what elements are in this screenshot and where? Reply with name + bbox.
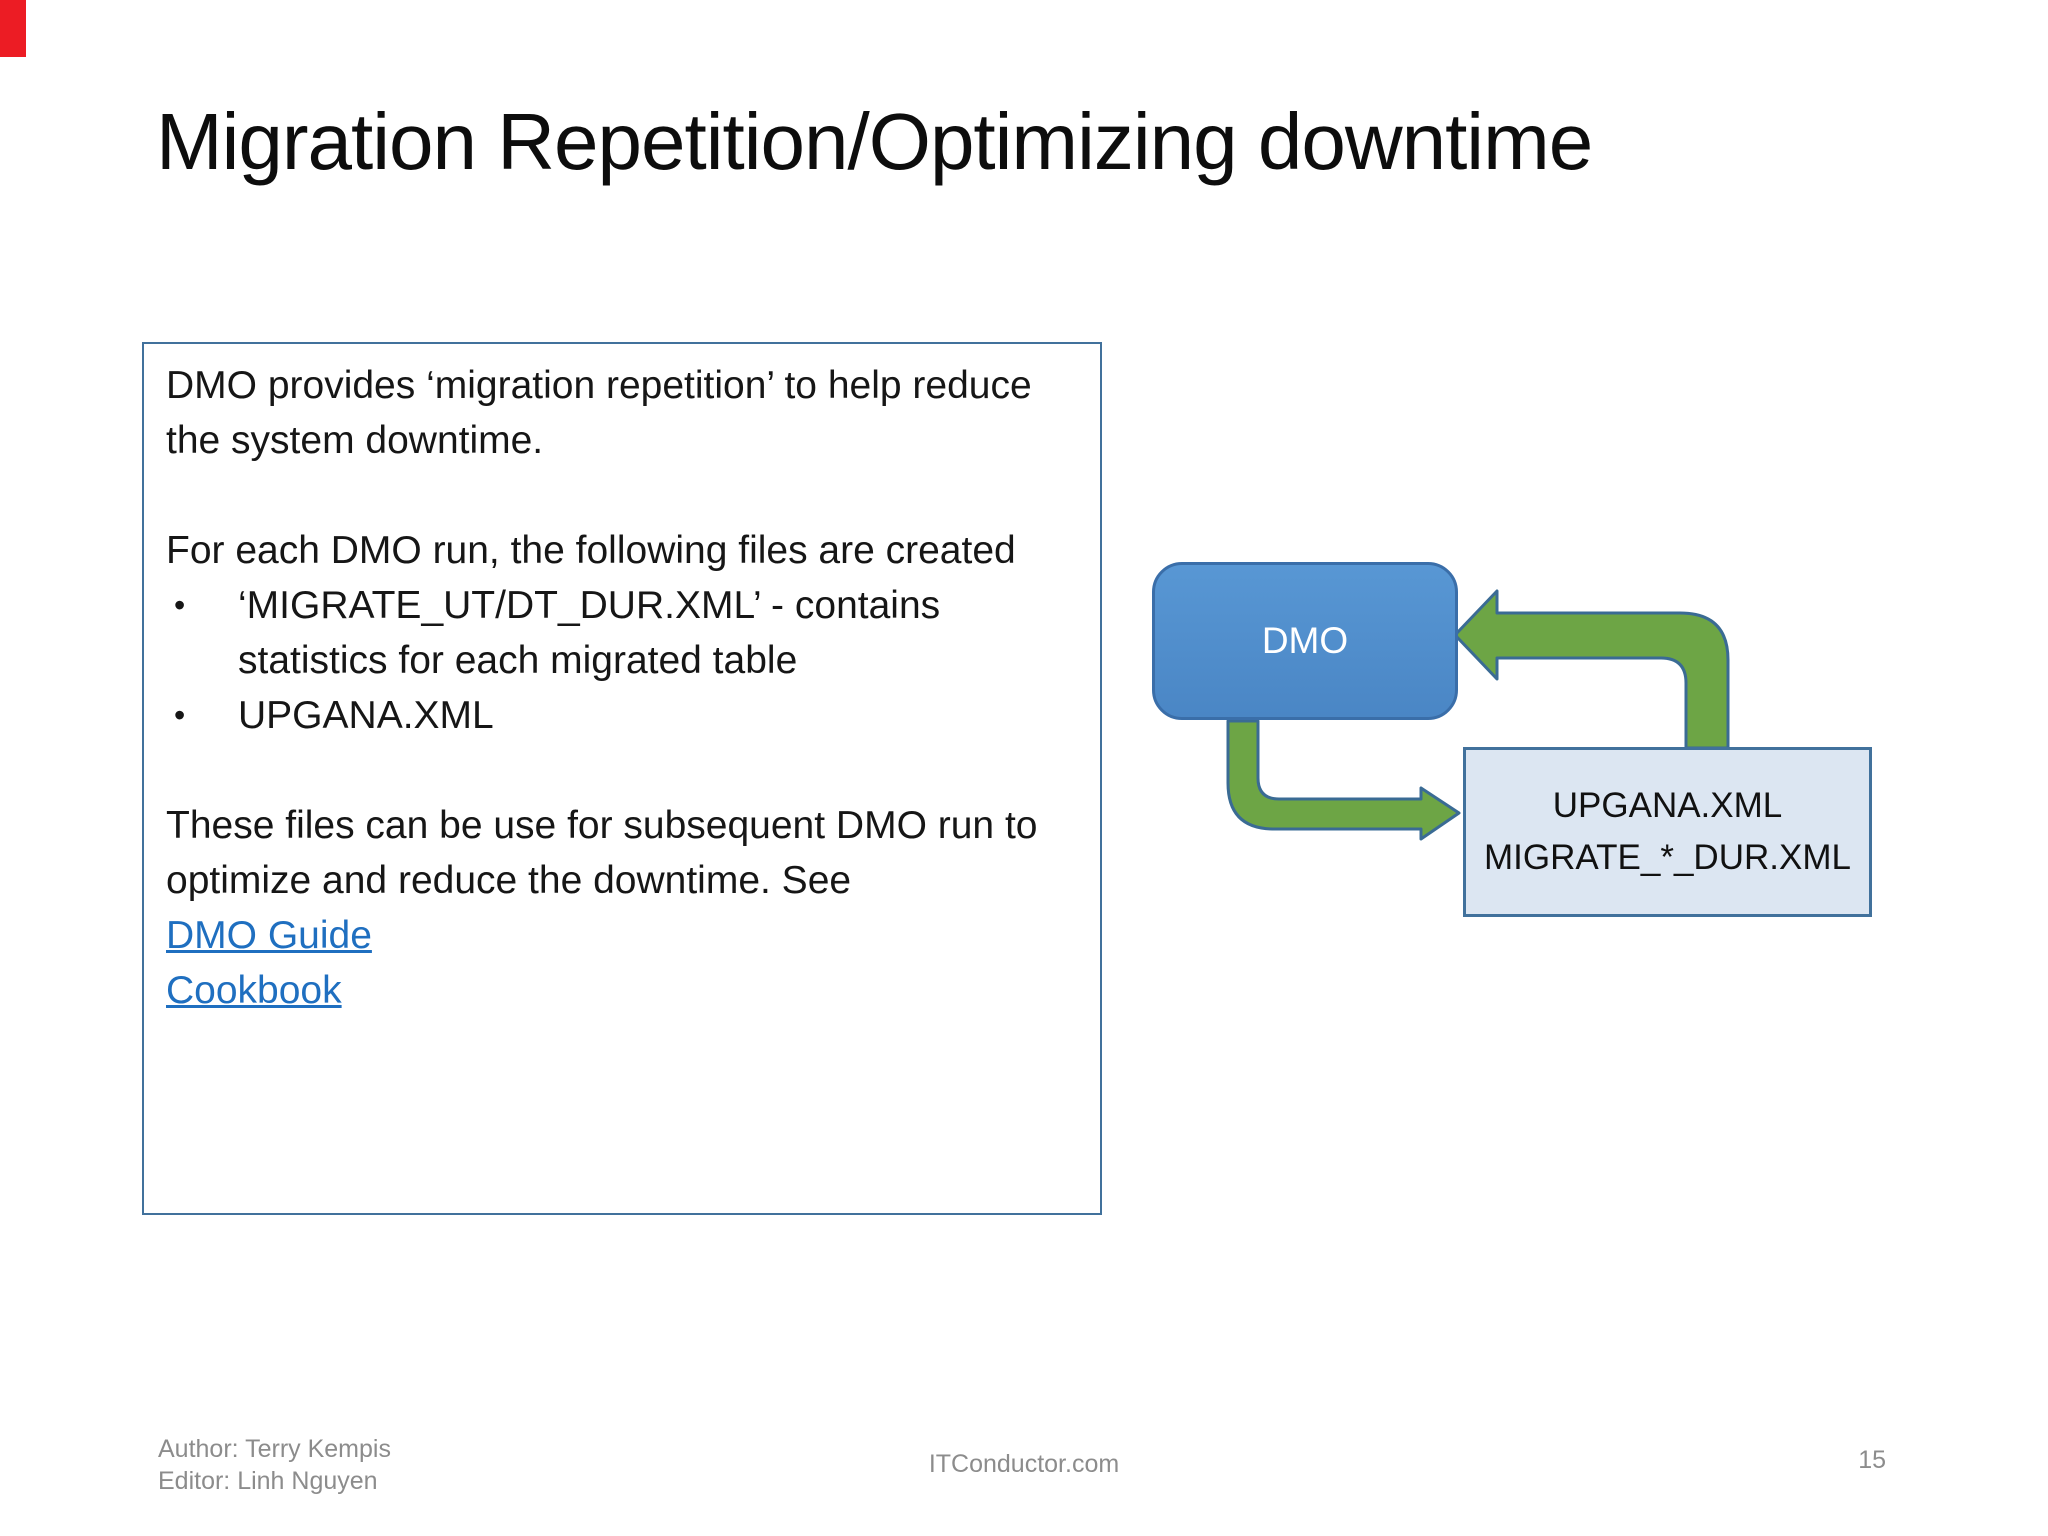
textbox-paragraph-1: DMO provides ‘migration repetition’ to h… (166, 364, 1032, 462)
bullet-item: • UPGANA.XML (166, 688, 1078, 743)
page-number: 15 (1858, 1446, 1886, 1474)
footer-site: ITConductor.com (928, 1450, 1120, 1478)
footer-credits: Author: Terry Kempis Editor: Linh Nguyen (158, 1433, 391, 1497)
bullet-text: ‘MIGRATE_UT/DT_DUR.XML’ - contains stati… (238, 584, 941, 682)
textbox-paragraph-2: For each DMO run, the following files ar… (166, 529, 1016, 572)
files-node-line2: MIGRATE_*_DUR.XML (1484, 838, 1851, 877)
files-node: UPGANA.XML MIGRATE_*_DUR.XML (1463, 747, 1872, 917)
bullet-icon: • (174, 697, 186, 733)
dmo-node: DMO (1152, 562, 1458, 720)
page-title: Migration Repetition/Optimizing downtime (156, 97, 1593, 186)
arrow-files-to-dmo (1453, 589, 1730, 750)
bullet-item: • ‘MIGRATE_UT/DT_DUR.XML’ - contains sta… (166, 578, 1078, 688)
red-accent-bar (0, 0, 26, 57)
files-node-line1: UPGANA.XML (1552, 786, 1783, 825)
bullet-text: UPGANA.XML (238, 694, 494, 737)
cookbook-link[interactable]: Cookbook (166, 969, 342, 1012)
footer-author: Author: Terry Kempis (158, 1435, 391, 1463)
footer-editor: Editor: Linh Nguyen (158, 1467, 378, 1495)
arrow-dmo-to-files (1226, 719, 1461, 841)
info-textbox: DMO provides ‘migration repetition’ to h… (142, 342, 1102, 1215)
dmo-node-label: DMO (1261, 620, 1349, 661)
dmo-guide-link[interactable]: DMO Guide (166, 914, 372, 957)
textbox-paragraph-3: These files can be use for subsequent DM… (166, 804, 1038, 902)
bullet-icon: • (174, 587, 186, 623)
